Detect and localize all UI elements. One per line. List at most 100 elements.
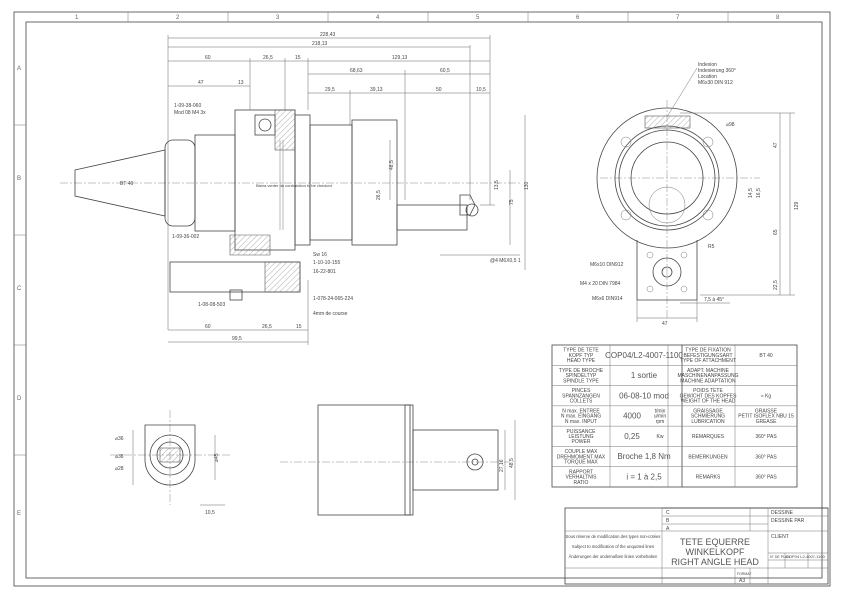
callout: 1-08-08-503 <box>198 302 225 308</box>
grid-col-label: 6 <box>576 15 580 21</box>
drawing-number-label: N° DE PLAN <box>770 555 790 559</box>
grid-row-label: B <box>17 176 21 182</box>
dim: 26,5 <box>263 55 273 61</box>
index-callout: Indexion <box>698 62 717 68</box>
dim: 50 <box>436 87 442 93</box>
callout: 4mm de course <box>313 311 348 317</box>
drawing-frame: 1 2 3 4 5 6 7 8 A B C D E <box>13 11 831 587</box>
dim-depth: @4 M6X0,5 1 <box>490 258 521 264</box>
disclaimer: Sous réserve de modification des types n… <box>566 534 661 539</box>
dim: 65 <box>773 229 779 235</box>
dim: ⌀38 <box>115 454 124 460</box>
grid-col-label: 7 <box>676 15 680 21</box>
side-view: BT 40 <box>60 32 530 345</box>
dim: 218,13 <box>312 41 328 47</box>
disclaimer: Änderungen der undemaßten linien vorbeha… <box>569 554 658 559</box>
spec-label: REMARKS <box>696 475 721 481</box>
dim: 39,13 <box>370 87 383 93</box>
spec-value: 06-08-10 mod <box>619 391 669 400</box>
callout: 1-09-36-002 <box>172 234 199 240</box>
dim: ⌀36 <box>115 436 124 442</box>
spec-value: 360° PAS <box>755 454 777 460</box>
callout: Mod 08 M4 3x <box>174 110 206 116</box>
grid-row-label: D <box>17 396 22 402</box>
spec-unit: Kw <box>657 434 664 440</box>
dim: 26,5 <box>262 324 272 330</box>
disclaimer: Subject to modification of the unquoted … <box>572 544 654 549</box>
field-label: CLIENT <box>771 534 789 540</box>
grid-col-label: 4 <box>376 15 380 21</box>
grid-col-label: 5 <box>476 15 480 21</box>
index-callout: Location <box>698 74 717 80</box>
dim: ⌀28 <box>115 466 124 472</box>
dim: 68,63 <box>350 68 363 74</box>
title-block: C B A DESSINE DESSINE PAR CLIENT Sous ré… <box>564 507 829 585</box>
spec-label: REMARQUES <box>692 434 725 440</box>
taper-label: BT 40 <box>120 181 133 187</box>
grid-row-label: A <box>17 66 21 72</box>
grid-col-label: 1 <box>75 15 79 21</box>
spec-value: BT 40 <box>759 353 772 359</box>
dim: 60 <box>205 55 211 61</box>
dim: 48,5 <box>509 458 515 468</box>
dim: 99,5 <box>232 336 242 342</box>
spec-label: BEMERKUNGEN <box>688 454 728 460</box>
drawing-number: COP04 L2-4007-1100 <box>786 554 826 559</box>
grid-row-label: E <box>17 511 21 517</box>
rev-row: A <box>666 526 670 532</box>
dim: 13,5 <box>494 180 500 190</box>
callout: 1-09-38-060 <box>174 103 201 109</box>
dim: 10,5 <box>205 510 215 516</box>
width-dim: 47 <box>662 321 668 327</box>
callout: 16-22-801 <box>313 269 336 275</box>
rev-row: C <box>666 510 670 516</box>
field-label: DESSINE PAR <box>771 518 805 524</box>
drawing-title: RIGHT ANGLE HEAD <box>671 557 759 567</box>
front-view: Indexion Indexierung 360° Location M6x30… <box>580 62 800 327</box>
top-view: 27,16 48,5 <box>280 404 516 516</box>
dim: 129 <box>794 201 800 210</box>
screw-label: M4 x 20 DIN 7984 <box>580 281 621 287</box>
spec-value: 1 sortie <box>631 371 658 380</box>
dim: 29,5 <box>325 87 335 93</box>
dim: 60,5 <box>440 68 450 74</box>
callout: 1-10-10-155 <box>313 260 340 266</box>
grid-col-label: 8 <box>776 15 780 21</box>
dim: 15 <box>295 55 301 61</box>
screw-label: M6x10 DIN912 <box>590 262 624 268</box>
dim: 16,5 <box>756 188 762 198</box>
spec-value: COP04/L2-4007-1100 <box>605 351 683 360</box>
spec-value: 360° PAS <box>755 434 777 440</box>
format-value: A3 <box>739 578 745 584</box>
dim: 27,16 <box>499 459 505 472</box>
field-label: DESSINE <box>771 510 794 516</box>
end-view: ⌀36 ⌀38 ⌀28 ⌀45 10,5 <box>110 410 230 516</box>
dim: 130 <box>524 181 530 190</box>
spec-value: 360° PAS <box>755 475 777 481</box>
diameter-dim: ⌀98 <box>726 122 735 128</box>
callout: 1-078-24-065-224 <box>313 296 353 302</box>
dim: 47 <box>773 142 779 148</box>
spec-value: 0,25 <box>624 432 640 441</box>
spec-value: i = 1 à 2,5 <box>626 473 662 482</box>
spec-value: ≈ Kg <box>761 393 771 399</box>
grid-row-label: C <box>17 286 22 292</box>
index-callout: M6x30 DIN 912 <box>698 80 733 86</box>
drawing-title: WINKELKOPF <box>685 547 745 557</box>
callout: Sw 16 <box>313 252 327 258</box>
index-callout: Indexierung 360° <box>698 68 736 74</box>
dim: 48,5 <box>389 160 395 170</box>
dim: 47 <box>198 80 204 86</box>
